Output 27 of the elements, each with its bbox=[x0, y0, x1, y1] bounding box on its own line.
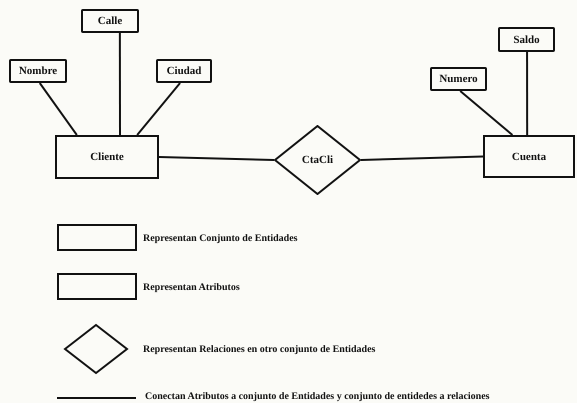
connector-line bbox=[136, 82, 181, 136]
node-label: Calle bbox=[98, 15, 122, 27]
connector-line bbox=[158, 156, 274, 161]
legend-text: Conectan Atributos a conjunto de Entidades y conjunto de entidedes a relaciones bbox=[145, 391, 490, 402]
legend-text: Representan Relaciones en otro conjunto de Entidades bbox=[143, 344, 376, 355]
attribute-box bbox=[430, 67, 487, 91]
node-label: Cuenta bbox=[512, 150, 546, 162]
node-label: Numero bbox=[439, 73, 478, 85]
attribute-box bbox=[498, 27, 555, 52]
connector-line bbox=[526, 52, 528, 135]
node-label: CtaCli bbox=[302, 154, 334, 166]
connector-line bbox=[460, 90, 514, 136]
node-label: Saldo bbox=[513, 34, 540, 46]
connector-line bbox=[118, 33, 121, 135]
attribute-box bbox=[156, 59, 212, 83]
legend-text: Representan Conjunto de Entidades bbox=[143, 233, 298, 244]
connector-line bbox=[38, 82, 78, 136]
connector-line bbox=[360, 156, 484, 161]
attribute-box bbox=[9, 59, 67, 83]
node-label: Cliente bbox=[90, 151, 124, 163]
legend-text: Representan Atributos bbox=[143, 282, 240, 293]
entity-box bbox=[55, 135, 159, 179]
attribute-box bbox=[81, 9, 139, 33]
node-label: Ciudad bbox=[166, 65, 202, 77]
node-label: Nombre bbox=[18, 65, 58, 77]
relationship-diamond bbox=[274, 125, 361, 195]
entity-box bbox=[483, 135, 575, 178]
